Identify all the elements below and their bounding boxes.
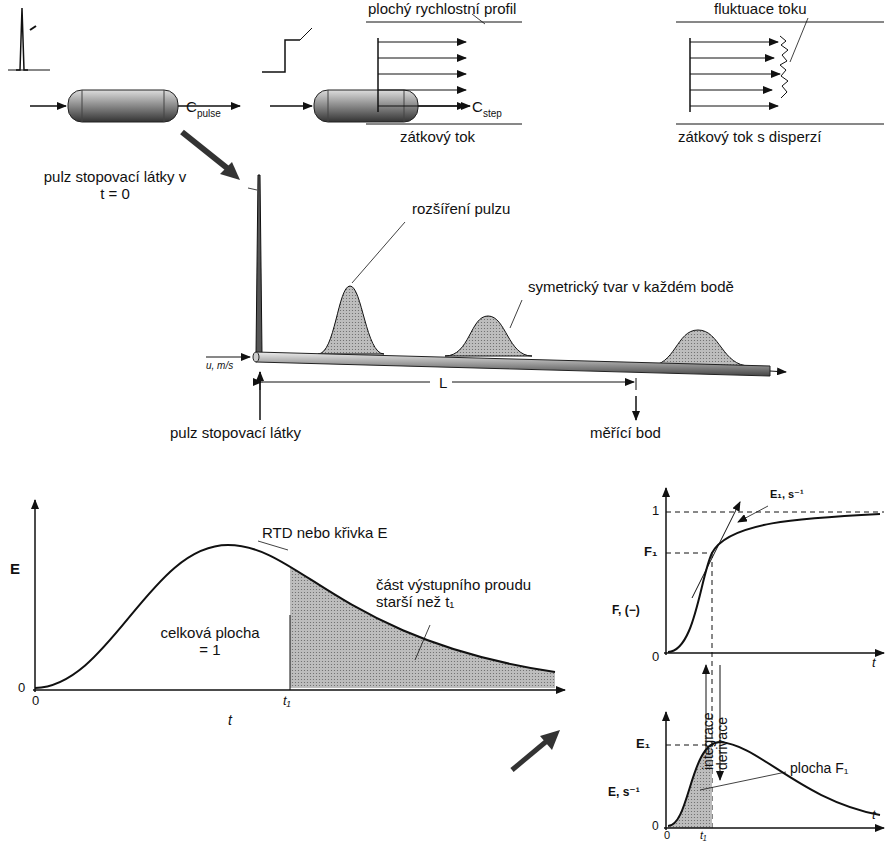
label: E [10,560,20,577]
label: měřící bod [590,424,661,441]
plug-flow-profile [366,14,522,124]
label: pulz stopovací látky v t = 0 [40,168,190,203]
label: plocha F₁ [790,760,848,776]
tube-pulses [206,175,786,420]
e-curve-chart [33,500,565,770]
label: 0 [32,694,39,709]
label: u, m/s [206,360,233,372]
label: step [483,108,502,120]
label: pulz stopovací látky [170,424,301,441]
label: fluktuace toku [714,0,807,17]
label: zátkový tok s disperzí [678,128,821,145]
label: 0 [18,681,25,696]
label: integrace [700,712,716,770]
label: L [436,374,450,391]
label: celková plocha = 1 [160,624,260,659]
step-reactor [262,28,470,122]
label: 0 [652,650,659,665]
label: 0 [664,829,670,842]
dispersed-plug-flow [676,18,884,124]
label: E₁ [636,737,650,752]
label: rozšíření pulzu [412,200,510,217]
label: t [228,712,232,728]
label: t₁ [700,829,707,842]
label: RTD nebo křivka E [262,524,388,541]
label: F, (−) [612,604,640,618]
label: část výstupního proudu starší než t₁ [376,576,536,611]
e-area-chart [664,712,884,830]
label: symetrický tvar v každém bodě [528,278,734,295]
f-curve-chart [664,488,884,828]
label: C [472,98,483,115]
label: C [186,98,197,115]
label: F₁ [644,545,657,560]
label: t₁ [283,694,291,709]
label: t [872,656,876,671]
label: pulse [197,108,221,120]
label: zátkový tok [400,128,475,145]
label: derivace [714,717,730,770]
label: E₁, s⁻¹ [770,488,804,501]
label: 0 [652,820,659,834]
label: 1 [652,504,659,519]
pulse-reactor [8,8,240,122]
label: plochý rychlostní profil [368,0,516,17]
label: t [872,808,876,823]
label: E, s⁻¹ [608,786,640,800]
